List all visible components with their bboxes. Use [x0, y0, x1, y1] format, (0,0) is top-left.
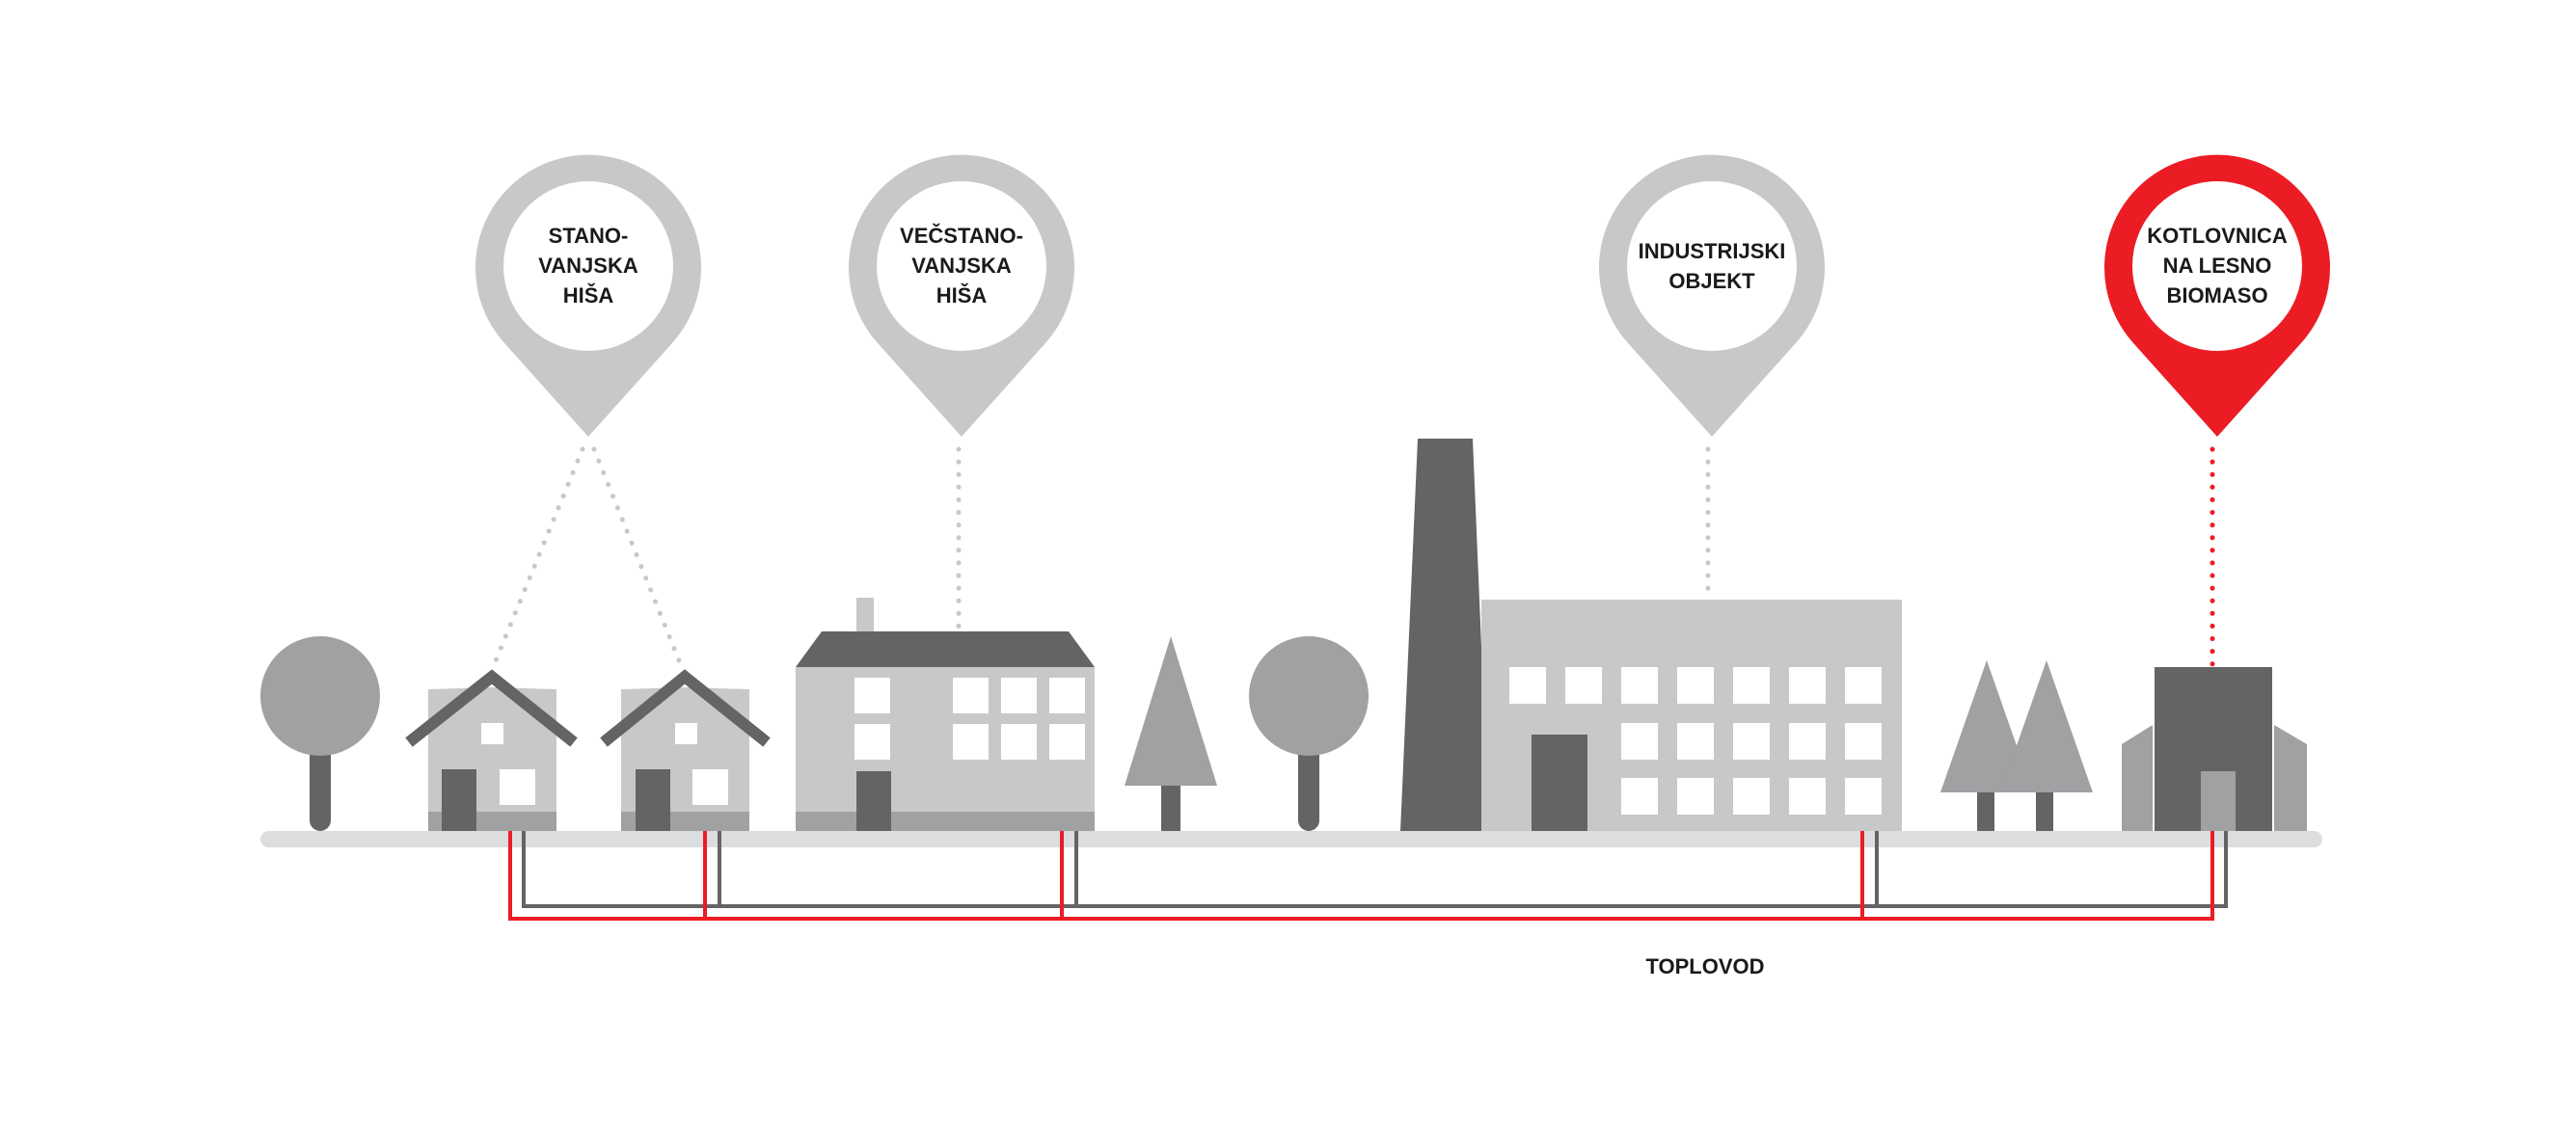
boiler-house-icon	[2122, 667, 2307, 831]
tree-icon	[1125, 636, 1217, 831]
pin-apartment-building: VEČSTANO- VANJSKA HIŠA	[849, 154, 1075, 438]
tree-icon	[1249, 636, 1369, 831]
tree-icon	[260, 636, 380, 831]
pin-label-line: NA LESNO	[2163, 254, 2272, 278]
pin-label-line: BIOMASO	[2166, 283, 2267, 308]
pipe-label: TOPLOVOD	[1645, 954, 1764, 978]
connector-line	[591, 446, 686, 673]
dotted-connectors	[489, 446, 2215, 673]
connector-line	[489, 446, 585, 673]
pipe-red	[508, 831, 2214, 921]
chimney-icon	[1400, 439, 1489, 831]
pin-industrial-building: INDUSTRIJSKI OBJEKT	[1599, 154, 1825, 437]
tree-icon	[1940, 660, 2033, 831]
pin-label-line: HIŠA	[563, 283, 614, 308]
apartment-icon	[796, 598, 1095, 831]
house-icon	[405, 669, 578, 831]
pin-label-line: VEČSTANO-	[900, 224, 1023, 248]
house-icon	[600, 669, 771, 831]
ground-line	[260, 831, 2322, 847]
pin-label-line: STANO-	[549, 224, 629, 248]
pin-residential-house: STANO- VANJSKA HIŠA	[475, 154, 701, 437]
pin-label-line: VANJSKA	[911, 254, 1012, 278]
tree-icon	[2000, 660, 2093, 831]
pipe-gray	[522, 831, 2228, 908]
pin-label-line: HIŠA	[936, 283, 988, 308]
factory-icon	[1400, 439, 1902, 831]
pin-label-line: INDUSTRIJSKI	[1639, 239, 1786, 263]
pin-biomass-boiler: KOTLOVNICA NA LESNO BIOMASO	[2104, 154, 2330, 437]
pipe-network	[508, 831, 2228, 921]
pin-label-line: OBJEKT	[1668, 269, 1755, 293]
pin-label-line: VANJSKA	[538, 254, 638, 278]
pin-label-line: KOTLOVNICA	[2147, 224, 2288, 248]
